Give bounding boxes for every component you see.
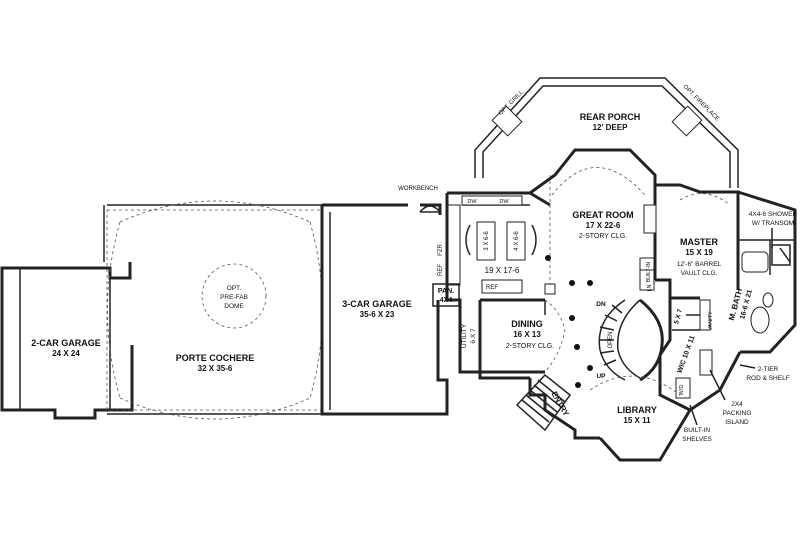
- workbench-label: WORKBENCH: [398, 186, 438, 192]
- shower-line1: 4X4-6 SHOWER: [749, 211, 798, 218]
- shelves-2: SHELVES: [682, 436, 712, 443]
- leader-lines: [689, 228, 773, 426]
- ln-label: LN: [647, 284, 653, 291]
- vanity-label: VANITY: [708, 311, 714, 331]
- dome-line1: OPT.: [227, 285, 242, 292]
- pantry-size: 4X4: [440, 297, 453, 304]
- dining-note: 2-STORY CLG.: [506, 343, 554, 350]
- great-room-size: 17 X 22-6: [586, 221, 621, 230]
- room-labels: REAR PORCH 12' DEEP OPT. GRILL OPT. FIRE…: [31, 84, 797, 443]
- porte-cochere-size: 32 X 35-6: [198, 364, 233, 373]
- kitchen-island-1: [476, 221, 496, 261]
- island1-label: 3 X 6-6: [484, 231, 490, 251]
- great-room: [529, 148, 657, 285]
- shelves-1: BUILT-IN: [684, 427, 711, 434]
- utility-size: 6 X 7: [470, 328, 477, 344]
- library-name: LIBRARY: [617, 405, 657, 415]
- dw2-label: DW: [499, 199, 509, 205]
- dining-name: DINING: [511, 319, 543, 329]
- two-tier-2: ROD & SHELF: [746, 375, 789, 382]
- pantry-name: PAN.: [438, 288, 454, 295]
- two-car-garage: [0, 262, 134, 420]
- dw1-label: DW: [467, 199, 477, 205]
- master-name: MASTER: [680, 237, 719, 247]
- three-car-size: 35-6 X 23: [360, 310, 395, 319]
- great-room-name: GREAT ROOM: [572, 210, 633, 220]
- porte-cochere-name: PORTE COCHERE: [176, 353, 255, 363]
- rear-porch-name: REAR PORCH: [580, 112, 641, 122]
- dome-line3: DOME: [224, 303, 244, 310]
- dn-label: DN: [596, 301, 606, 308]
- open-label: OPEN: [608, 331, 614, 348]
- great-room-note: 2-STORY CLG.: [579, 233, 627, 240]
- two-tier-1: 2-TIER: [758, 366, 779, 373]
- two-car-name: 2-CAR GARAGE: [31, 338, 101, 348]
- porte-cochere: [103, 200, 323, 420]
- utility-name: UTILITY: [461, 323, 468, 348]
- packing-2: PACKING: [723, 410, 752, 417]
- staircase: [598, 298, 664, 382]
- master-note2: VAULT CLG.: [681, 270, 718, 277]
- wd-label: W/D: [679, 385, 685, 396]
- dining-size: 16 X 13: [513, 330, 541, 339]
- three-car-name: 3-CAR GARAGE: [342, 299, 412, 309]
- dome-line2: PRE-FAB: [220, 294, 248, 301]
- island2-label: 4 X 6-6: [514, 231, 520, 251]
- shower-line2: W/ TRANSOM: [752, 220, 794, 227]
- dome-circle: [201, 263, 267, 329]
- master-bath: [699, 190, 797, 354]
- dining: [478, 299, 566, 380]
- rear-porch-size: 12' DEEP: [593, 123, 628, 132]
- columns: [545, 255, 593, 388]
- ref-kitchen-label: REF: [486, 285, 498, 291]
- up-label: UP: [596, 373, 606, 380]
- closet-5x7: 5 X 7: [673, 308, 684, 325]
- kitchen-size: 19 X 17-6: [485, 266, 520, 275]
- master-suite: [639, 183, 740, 300]
- fzr-label: FZR: [438, 244, 444, 256]
- built-in-label: BUILT-IN: [646, 262, 652, 283]
- library-entry: [515, 373, 692, 462]
- rear-porch: [474, 77, 739, 188]
- packing-3: ISLAND: [725, 419, 749, 426]
- kitchen-island-2: [506, 221, 526, 261]
- library-size: 15 X 11: [623, 416, 651, 425]
- master-note1: 12'-6" BARREL: [677, 261, 722, 268]
- three-car-garage: [320, 203, 449, 416]
- wic-name: WIC 10 X 11: [677, 335, 697, 374]
- two-car-size: 24 X 24: [52, 349, 80, 358]
- master-size: 15 X 19: [685, 248, 713, 257]
- packing-1: 2X4: [731, 401, 743, 408]
- ref-garage-label: REF: [438, 264, 444, 276]
- main-house-walls: [432, 191, 556, 374]
